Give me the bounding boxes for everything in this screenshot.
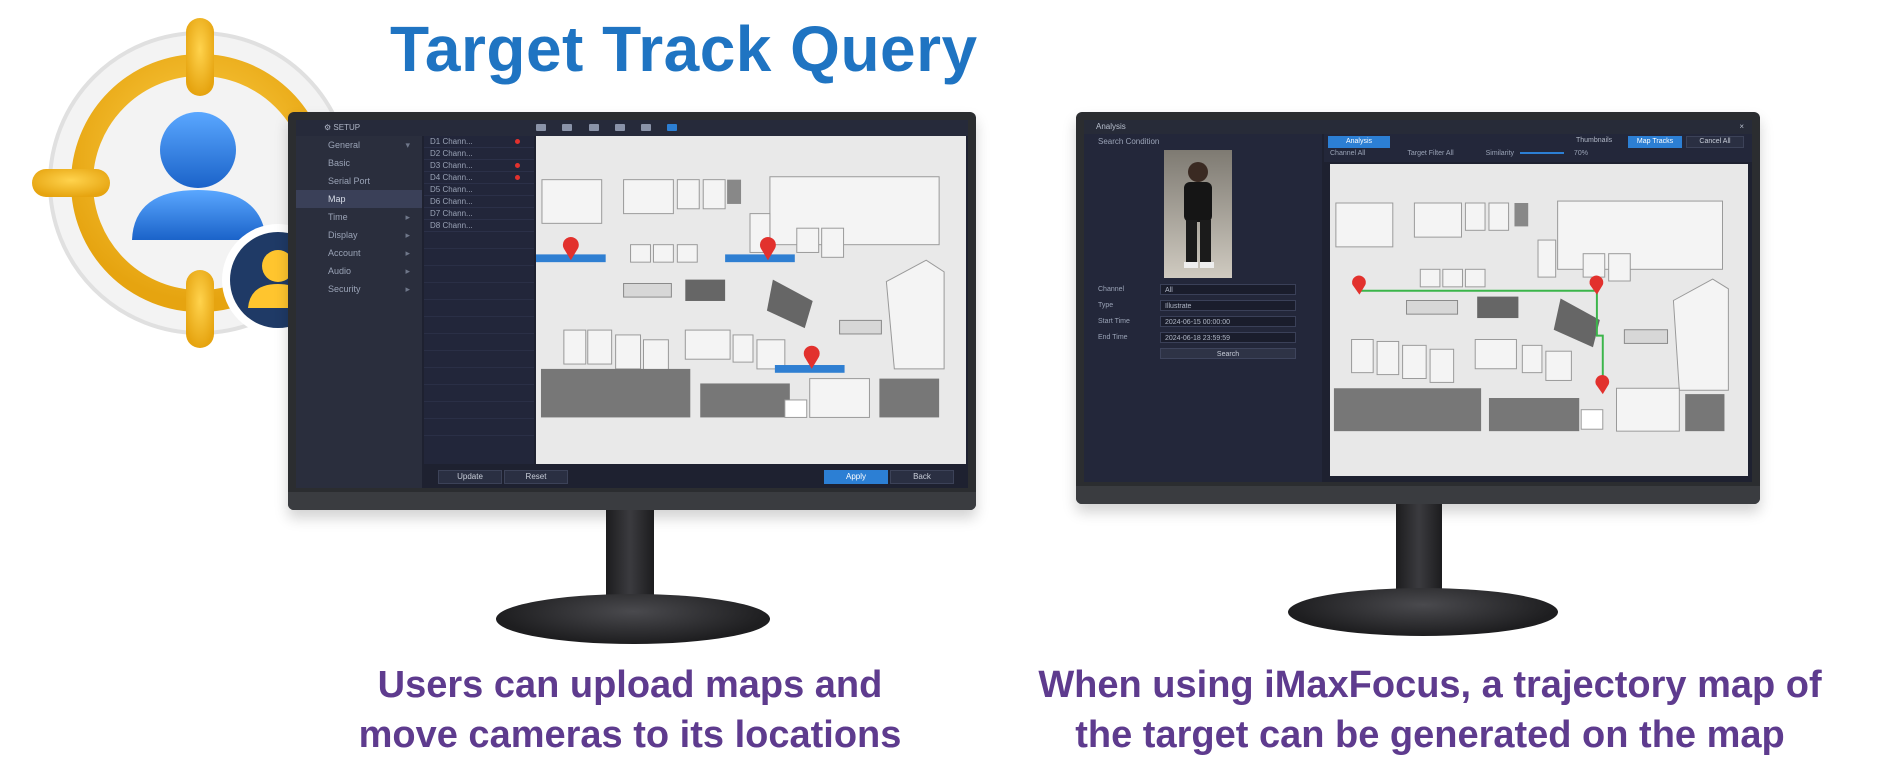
similarity-slider[interactable] xyxy=(1519,152,1564,155)
list-item[interactable]: D1 Chann... xyxy=(424,136,534,148)
analysis-label: Analysis xyxy=(1096,122,1126,131)
right-screen: Analysis × Search Condition Channel All … xyxy=(1084,120,1752,482)
reset-button[interactable]: Reset xyxy=(504,470,568,484)
list-item[interactable]: D2 Chann... xyxy=(424,148,534,160)
start-time-field[interactable]: 2024-06-15 00:00:00 xyxy=(1160,316,1296,327)
floor-map[interactable] xyxy=(536,136,966,464)
setup-topbar: ⚙ SETUP xyxy=(296,120,968,136)
end-time-label: End Time xyxy=(1098,334,1128,341)
trajectory-map[interactable] xyxy=(1330,164,1748,476)
tab-analysis[interactable]: Analysis xyxy=(1328,136,1390,148)
left-screen: ⚙ SETUP General▾ Basic Serial Port Map T… xyxy=(296,120,968,488)
page-title: Target Track Query xyxy=(390,13,978,85)
search-condition-panel: Search Condition Channel All Type Illust… xyxy=(1084,134,1322,482)
type-label: Type xyxy=(1098,302,1114,309)
pin-icon xyxy=(515,139,520,144)
camera-icon[interactable] xyxy=(536,124,547,132)
setup-sidebar: General▾ Basic Serial Port Map Time▸ Dis… xyxy=(296,136,422,488)
tab-thumbnails[interactable]: Thumbnails xyxy=(1576,137,1613,144)
playback-icon[interactable] xyxy=(562,124,573,132)
list-item[interactable]: D6 Chann... xyxy=(424,196,534,208)
camera-list: D1 Chann... D2 Chann... D3 Chann... D4 C… xyxy=(424,136,534,464)
sidebar-item-map[interactable]: Map xyxy=(296,190,422,208)
list-item[interactable]: D3 Chann... xyxy=(424,160,534,172)
sidebar-item-general[interactable]: General▾ xyxy=(328,140,410,150)
right-monitor-stand xyxy=(1396,504,1442,596)
gear-icon: ⚙ xyxy=(324,123,332,132)
back-button[interactable]: Back xyxy=(890,470,954,484)
floor-plan-graphic xyxy=(536,136,966,464)
target-filter[interactable]: Target Filter All xyxy=(1407,150,1454,157)
bottom-toolbar: Update Reset Apply Back xyxy=(424,464,968,488)
left-monitor: ⚙ SETUP General▾ Basic Serial Port Map T… xyxy=(288,112,976,510)
similarity-value: 70% xyxy=(1573,150,1588,157)
pin-icon xyxy=(515,175,520,180)
left-caption: Users can upload maps and move cameras t… xyxy=(358,664,902,756)
start-time-label: Start Time xyxy=(1098,318,1130,325)
left-monitor-base xyxy=(496,594,770,644)
panel-title: Search Condition xyxy=(1098,137,1160,146)
channel-filter[interactable]: Channel All xyxy=(1330,150,1366,157)
update-button[interactable]: Update xyxy=(438,470,502,484)
search-button[interactable]: Search xyxy=(1160,348,1296,359)
right-monitor-base xyxy=(1288,588,1558,636)
apply-button[interactable]: Apply xyxy=(824,470,888,484)
right-caption: When using iMaxFocus, a trajectory map o… xyxy=(1038,664,1822,756)
analysis-topbar: Analysis × xyxy=(1084,120,1752,134)
target-photo xyxy=(1164,150,1232,278)
tab-map-tracks[interactable]: Map Tracks xyxy=(1628,136,1682,148)
result-tabs: Analysis Thumbnails Map Tracks Cancel Al… xyxy=(1324,134,1752,162)
channel-label: Channel xyxy=(1098,286,1125,293)
list-item[interactable]: D4 Chann... xyxy=(424,172,534,184)
similarity-label: Similarity xyxy=(1485,150,1515,157)
cloud-icon[interactable] xyxy=(588,124,599,132)
settings-icon[interactable] xyxy=(667,124,678,132)
sidebar-item-audio[interactable]: Audio▸ xyxy=(328,266,410,276)
left-monitor-stand xyxy=(606,510,654,602)
cancel-all-button[interactable]: Cancel All xyxy=(1686,136,1744,148)
setup-label: SETUP xyxy=(333,123,360,132)
right-monitor: Analysis × Search Condition Channel All … xyxy=(1076,112,1760,504)
sidebar-item-account[interactable]: Account▸ xyxy=(328,248,410,258)
filter-bar: Channel All Target Filter All Similarity… xyxy=(1330,150,1588,157)
trajectory-floor-plan xyxy=(1330,164,1748,476)
sidebar-item-display[interactable]: Display▸ xyxy=(328,230,410,240)
close-icon[interactable]: × xyxy=(1739,122,1744,131)
type-select[interactable]: Illustrate xyxy=(1160,300,1296,311)
network-icon[interactable] xyxy=(641,124,652,132)
sidebar-item-security[interactable]: Security▸ xyxy=(328,284,410,294)
sidebar-item-time[interactable]: Time▸ xyxy=(328,212,410,222)
ai-icon[interactable] xyxy=(614,124,625,132)
channel-select[interactable]: All xyxy=(1160,284,1296,295)
pin-icon xyxy=(515,163,520,168)
sidebar-item-serial-port[interactable]: Serial Port xyxy=(328,176,371,186)
end-time-field[interactable]: 2024-06-18 23:59:59 xyxy=(1160,332,1296,343)
sidebar-item-basic[interactable]: Basic xyxy=(328,158,351,168)
list-item[interactable]: D5 Chann... xyxy=(424,184,534,196)
list-item[interactable]: D7 Chann... xyxy=(424,208,534,220)
list-item[interactable]: D8 Chann... xyxy=(424,220,534,232)
